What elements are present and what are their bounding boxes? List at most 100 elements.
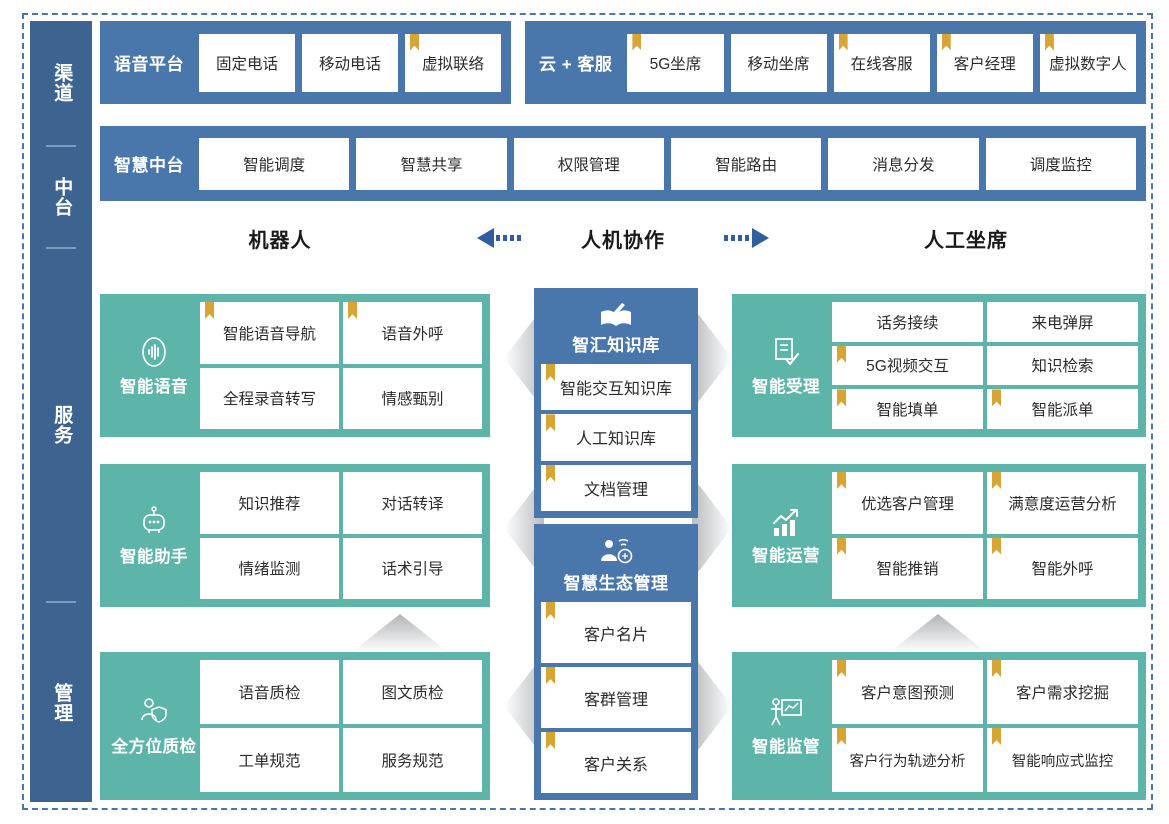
platform-row: 智慧中台 智能调度 智慧共享 权限管理 智能路由 消息分发 调度监控: [100, 126, 1146, 201]
arrow-right-icon: [715, 228, 769, 248]
bookmark-marker-icon: [992, 660, 1001, 677]
module-cell[interactable]: 客户行为轨迹分析: [832, 728, 983, 792]
sidebar-item-channel[interactable]: 渠道: [30, 21, 92, 145]
flow-chevron-right-icon: [692, 654, 732, 758]
module-cell[interactable]: 话务接续: [832, 302, 983, 342]
channel-cell[interactable]: 固定电话: [199, 33, 295, 92]
cell-label: 客户经理: [953, 55, 1016, 73]
channel-cell[interactable]: 移动电话: [302, 33, 398, 92]
module-cell[interactable]: 情感甄别: [343, 367, 482, 429]
bookmark-marker-icon: [837, 537, 846, 555]
platform-cell[interactable]: 权限管理: [513, 137, 664, 190]
module-cell[interactable]: 客户意图预测: [832, 660, 983, 724]
module-intelligent-assistant: 智能助手 知识推荐 对话转译 情绪监测 话术引导: [100, 464, 490, 607]
module-cell[interactable]: 图文质检: [343, 660, 482, 724]
module-cell[interactable]: 客户需求挖掘: [987, 660, 1138, 724]
module-label: 智能语音: [108, 302, 200, 429]
bookmark-marker-icon: [992, 389, 1001, 407]
module-cell[interactable]: 全程录音转写: [200, 367, 339, 429]
sidebar-divider: [46, 601, 76, 603]
sidebar-item-label: 渠道: [51, 63, 73, 103]
cell-label: 5G视频交互: [866, 358, 949, 376]
channel-cell[interactable]: 客户经理: [936, 33, 1033, 92]
voice-platform-group: 语音平台 固定电话 移动电话 虚拟联络: [100, 21, 511, 104]
platform-cell[interactable]: 消息分发: [828, 137, 979, 190]
cell-label: 情感甄别: [381, 391, 444, 409]
sidebar-divider: [46, 247, 76, 249]
module-cell[interactable]: 智能语音导航: [200, 302, 339, 364]
module-label-text: 全方位质检: [111, 738, 197, 756]
service-grid: 智能语音 智能语音导航 语音外呼 全程录音转写 情感甄别: [100, 266, 1146, 804]
module-cell[interactable]: 智能派单: [987, 389, 1138, 429]
center-cell[interactable]: 智能交互知识库: [541, 364, 691, 411]
flow-triangle-up-icon: [890, 614, 986, 652]
center-block-cells: 客户名片 客群管理 客户关系: [541, 602, 691, 793]
center-cell[interactable]: 文档管理: [541, 464, 691, 511]
cell-label: 满意度运营分析: [1008, 495, 1117, 513]
platform-cell[interactable]: 智慧共享: [356, 137, 507, 190]
center-cell[interactable]: 客户关系: [541, 732, 691, 793]
bookmark-marker-icon: [205, 302, 214, 319]
cell-label: 客户行为轨迹分析: [849, 753, 966, 770]
voice-wave-icon: [137, 335, 171, 369]
module-cell[interactable]: 服务规范: [343, 728, 482, 792]
module-cell[interactable]: 知识检索: [987, 345, 1138, 386]
channel-cell[interactable]: 移动坐席: [730, 33, 827, 92]
platform-cell[interactable]: 调度监控: [985, 137, 1136, 190]
channel-cell[interactable]: 在线客服: [833, 33, 930, 92]
cell-label: 智能调度: [243, 156, 306, 174]
cell-label: 话务接续: [876, 314, 939, 332]
cell-label: 图文质检: [381, 685, 444, 702]
sidebar-item-service[interactable]: 服务: [30, 249, 92, 601]
document-check-icon: [770, 335, 802, 369]
flow-triangle-up-icon: [352, 614, 448, 652]
sidebar-item-label: 中台: [51, 177, 73, 217]
center-cell[interactable]: 客户名片: [541, 602, 691, 663]
cell-label: 智慧共享: [400, 156, 463, 174]
module-cell[interactable]: 工单规范: [200, 728, 339, 792]
sidebar-item-management[interactable]: 管理: [30, 603, 92, 802]
center-block-title-text: 智慧生态管理: [563, 574, 669, 593]
open-book-pen-icon: [598, 301, 634, 329]
cell-label: 智能语音导航: [222, 325, 316, 343]
sidebar-item-platform[interactable]: 中台: [30, 147, 92, 247]
module-cell[interactable]: 语音质检: [200, 660, 339, 724]
module-cell[interactable]: 情绪监测: [200, 537, 339, 599]
module-label-text: 智能助手: [120, 547, 188, 566]
column-header-human-agent: 人工坐席: [924, 229, 1008, 252]
module-cell[interactable]: 知识推荐: [200, 472, 339, 534]
bookmark-marker-icon: [992, 728, 1001, 745]
cell-label: 文档管理: [583, 481, 648, 499]
module-cell[interactable]: 语音外呼: [343, 302, 482, 364]
module-cell[interactable]: 智能响应式监控: [987, 728, 1138, 792]
bookmark-marker-icon: [992, 472, 1001, 489]
channel-cell[interactable]: 虚拟数字人: [1039, 33, 1136, 92]
module-cell[interactable]: 智能外呼: [987, 537, 1138, 599]
cell-label: 来电弹屏: [1031, 314, 1094, 332]
center-cell[interactable]: 人工知识库: [541, 414, 691, 461]
sidebar-divider: [46, 145, 76, 147]
platform-cell[interactable]: 智能调度: [199, 137, 350, 190]
module-cell[interactable]: 智能推销: [832, 537, 983, 599]
cell-label: 智能交互知识库: [559, 381, 672, 399]
module-cell[interactable]: 对话转译: [343, 472, 482, 534]
module-label: 全方位质检: [108, 660, 200, 792]
module-cell[interactable]: 5G视频交互: [832, 345, 983, 386]
bookmark-marker-icon: [546, 464, 555, 482]
center-block-cells: 智能交互知识库 人工知识库 文档管理: [541, 364, 691, 511]
outer-dashed-frame: [22, 13, 1153, 810]
module-cell[interactable]: 优选客户管理: [832, 472, 983, 534]
module-cell[interactable]: 来电弹屏: [987, 302, 1138, 342]
bookmark-marker-icon: [837, 389, 846, 407]
center-cell[interactable]: 客群管理: [541, 667, 691, 728]
sidebar-item-label: 服务: [51, 405, 73, 445]
bookmark-marker-icon: [632, 33, 642, 51]
channel-cell[interactable]: 5G坐席: [627, 33, 724, 92]
module-cell[interactable]: 话术引导: [343, 537, 482, 599]
module-cell[interactable]: 智能填单: [832, 389, 983, 429]
bookmark-marker-icon: [838, 33, 848, 51]
platform-cell[interactable]: 智能路由: [670, 137, 822, 190]
module-cell[interactable]: 满意度运营分析: [987, 472, 1138, 534]
bookmark-marker-icon: [837, 728, 846, 745]
channel-cell[interactable]: 虚拟联络: [405, 33, 501, 92]
